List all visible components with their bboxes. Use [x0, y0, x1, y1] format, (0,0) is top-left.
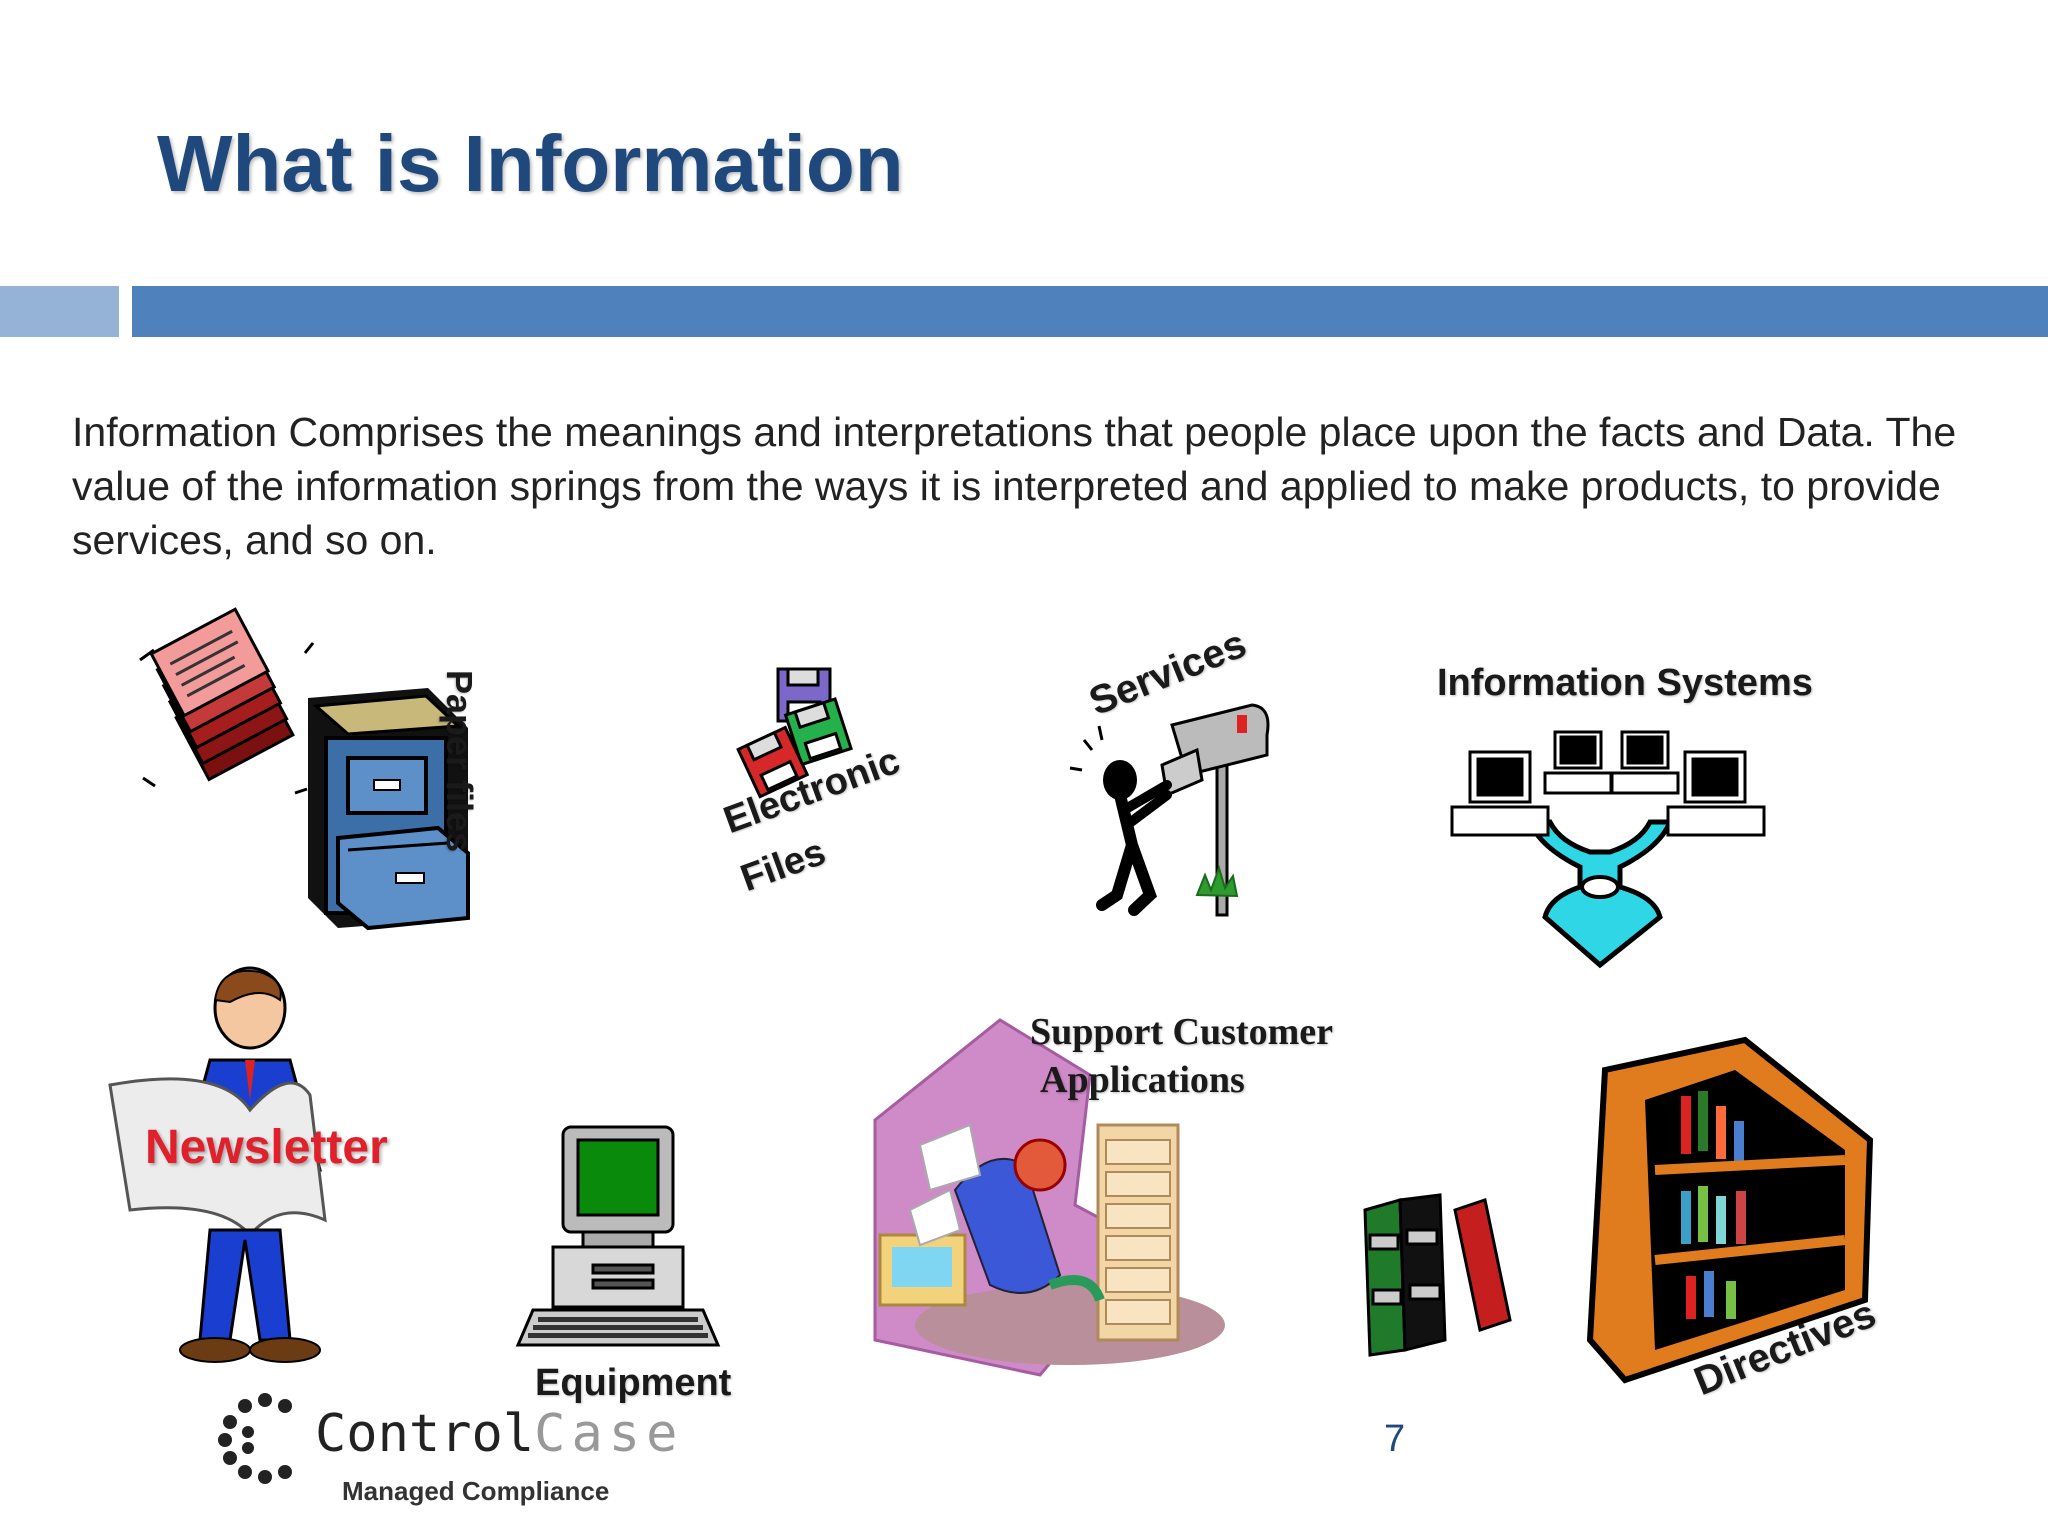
body-paragraph: Information Comprises the meanings and i…	[72, 409, 1957, 563]
logo-tagline: Managed Compliance	[342, 1476, 610, 1506]
businessman-reading-icon	[108, 966, 327, 1363]
logo-name-case: Case	[534, 1404, 684, 1464]
header-bar	[132, 286, 2048, 337]
floppy-disks-icon	[736, 667, 853, 799]
filing-cabinet-icon	[308, 688, 470, 931]
logo-dots-icon	[218, 1393, 292, 1484]
bookshelf-icon	[1586, 1036, 1874, 1384]
paper-stack-icon	[139, 607, 315, 795]
equipment-label: Equipment	[535, 1362, 732, 1404]
newsletter-label: Newsletter	[145, 1121, 388, 1174]
mailbox-person-icon	[1069, 703, 1270, 917]
electronic-files-label-line2: Files	[735, 830, 832, 901]
books-icon	[1363, 1193, 1512, 1357]
controlcase-logo: ControlCase Managed Compliance	[218, 1392, 684, 1512]
desktop-computer-icon	[515, 1125, 721, 1347]
paper-files-label: Paper files	[439, 670, 480, 853]
slide-title: What is Information	[157, 119, 904, 208]
page-number: 7	[1384, 1418, 1406, 1460]
information-systems-label: Information Systems	[1437, 662, 1813, 704]
support-customer-label-line1: Support Customer	[1030, 1011, 1333, 1053]
network-computers-icon	[1450, 730, 1766, 969]
support-customer-label-line2: Applications	[1040, 1059, 1245, 1101]
logo-name-control: Control	[315, 1404, 535, 1464]
header-bar-accent	[0, 286, 119, 337]
office-filing-clerk-icon	[873, 1018, 1225, 1377]
